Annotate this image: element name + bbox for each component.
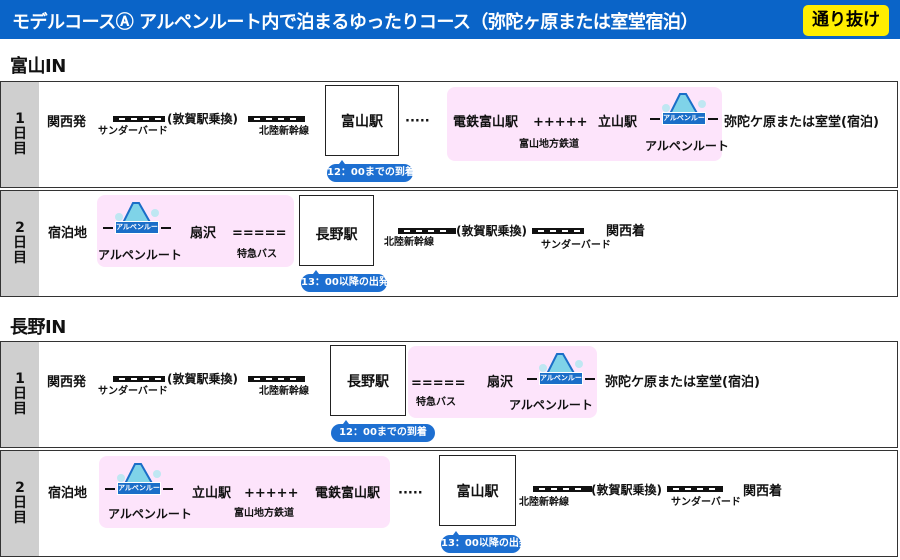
mountain-icon xyxy=(115,202,159,232)
train-line-icon xyxy=(533,486,592,492)
time-note: 13：00以降の出発 xyxy=(441,531,529,553)
station-label: 電鉄富山駅 xyxy=(453,115,519,130)
alpine-route-logo: アルペンルート xyxy=(527,350,595,392)
end-label: 関西着 xyxy=(606,224,646,239)
train-name: サンダーバード xyxy=(541,240,611,251)
alpine-route-logo: アルペンルート xyxy=(105,460,173,502)
train-line-icon xyxy=(113,116,165,122)
section-title-nagano-in: 長野IN xyxy=(10,317,66,338)
walk-dots: ····· xyxy=(398,486,423,501)
start-label: 宿泊地 xyxy=(48,226,88,241)
transfer-label: (敦賀駅乗換) xyxy=(167,372,238,386)
mountain-icon xyxy=(117,463,161,493)
rail-symbol: +++++ xyxy=(533,115,588,130)
header-bar: モデルコースⒶ アルペンルート内で泊まるゆったりコース（弥陀ヶ原または室堂宿泊）… xyxy=(0,0,900,39)
rail-name: 富山地方鉄道 xyxy=(234,508,294,519)
start-label: 関西発 xyxy=(47,115,87,130)
transfer-label: (敦賀駅乗換) xyxy=(167,112,238,126)
train-name: サンダーバード xyxy=(671,497,741,508)
end-label: 弥陀ケ原または室堂(宿泊) xyxy=(724,115,879,130)
section-title-toyama-in: 富山IN xyxy=(10,56,66,77)
train-name: サンダーバード xyxy=(98,126,168,137)
train-line-icon xyxy=(667,486,723,492)
train-line-icon xyxy=(398,228,456,234)
alpine-route-logo: アルペンルート xyxy=(103,199,171,241)
time-note: 12：00までの到着 xyxy=(331,420,435,442)
station-label: 立山駅 xyxy=(192,486,232,501)
bus-symbol: ===== xyxy=(411,376,466,391)
station-box: 長野駅 xyxy=(299,195,374,266)
route-name: アルペンルート xyxy=(645,139,729,153)
transfer-label: (敦賀駅乗換) xyxy=(591,483,662,497)
badge-through: 通り抜け xyxy=(803,5,889,36)
route-name: アルペンルート xyxy=(509,398,593,412)
route-name: アルペンルート xyxy=(98,248,182,262)
mountain-icon xyxy=(539,353,583,383)
start-label: 関西発 xyxy=(47,375,87,390)
end-label: 弥陀ケ原または室堂(宿泊) xyxy=(605,375,760,390)
train-name: サンダーバード xyxy=(98,386,168,397)
time-note: 12：00までの到着 xyxy=(327,160,415,182)
rail-name: 富山地方鉄道 xyxy=(519,139,579,150)
bus-symbol: ===== xyxy=(232,226,287,241)
time-note: 13：00以降の出発 xyxy=(301,270,389,292)
train-name: 北陸新幹線 xyxy=(259,126,309,137)
alpine-route-logo: アルペンルート xyxy=(650,90,718,132)
station-label: 扇沢 xyxy=(487,375,514,390)
station-label: 立山駅 xyxy=(598,115,638,130)
station-label: 扇沢 xyxy=(190,226,217,241)
train-line-icon xyxy=(248,376,305,382)
station-box: 長野駅 xyxy=(330,345,406,416)
train-name: 北陸新幹線 xyxy=(259,386,309,397)
mountain-icon xyxy=(662,93,706,123)
end-label: 関西着 xyxy=(743,484,783,499)
start-label: 宿泊地 xyxy=(48,486,88,501)
train-name: 北陸新幹線 xyxy=(519,497,569,508)
train-line-icon xyxy=(248,116,305,122)
bus-name: 特急バス xyxy=(237,249,277,260)
page-title: モデルコースⒶ アルペンルート内で泊まるゆったりコース（弥陀ヶ原または室堂宿泊） xyxy=(12,12,698,33)
station-box: 富山駅 xyxy=(439,455,516,526)
station-box: 富山駅 xyxy=(325,85,399,156)
walk-dots: ····· xyxy=(405,114,430,129)
train-line-icon xyxy=(532,228,584,234)
transfer-label: (敦賀駅乗換) xyxy=(456,224,527,238)
train-line-icon xyxy=(113,376,165,382)
bus-name: 特急バス xyxy=(416,397,456,408)
day-box: 2日目 宿泊地 アルペンルート アルペンルート 扇沢 ===== 特急バス 長野… xyxy=(0,190,898,297)
train-name: 北陸新幹線 xyxy=(384,237,434,248)
rail-symbol: +++++ xyxy=(244,486,299,501)
station-label: 電鉄富山駅 xyxy=(315,486,381,501)
route-name: アルペンルート xyxy=(108,507,192,521)
day-box: 2日目 宿泊地 アルペンルート アルペンルート 立山駅 +++++ 富山地方鉄道… xyxy=(0,450,898,557)
